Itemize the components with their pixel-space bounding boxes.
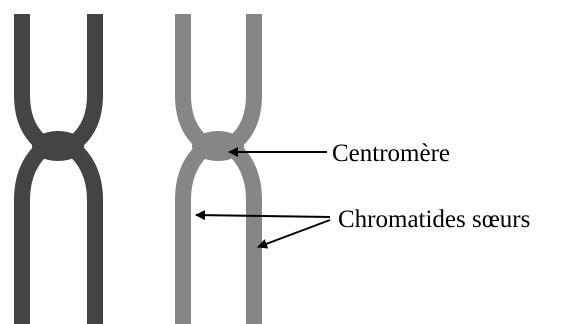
chromatid-dark-left [22, 14, 46, 324]
chromatid-dark-right [70, 14, 95, 324]
chromatid-light-right [230, 14, 254, 324]
sister-chromatid-arrow-left [196, 215, 330, 217]
chromatid-light-left [183, 14, 207, 324]
chromosome-light [183, 14, 254, 324]
sister-chromatid-arrow-right [258, 220, 330, 247]
chromosome-dark [22, 14, 95, 324]
sister-chromatids-label: Chromatides sœurs [338, 206, 530, 233]
centromere-label: Centromère [332, 140, 450, 167]
centromere-dark [32, 131, 84, 161]
centromere-light [192, 131, 244, 161]
